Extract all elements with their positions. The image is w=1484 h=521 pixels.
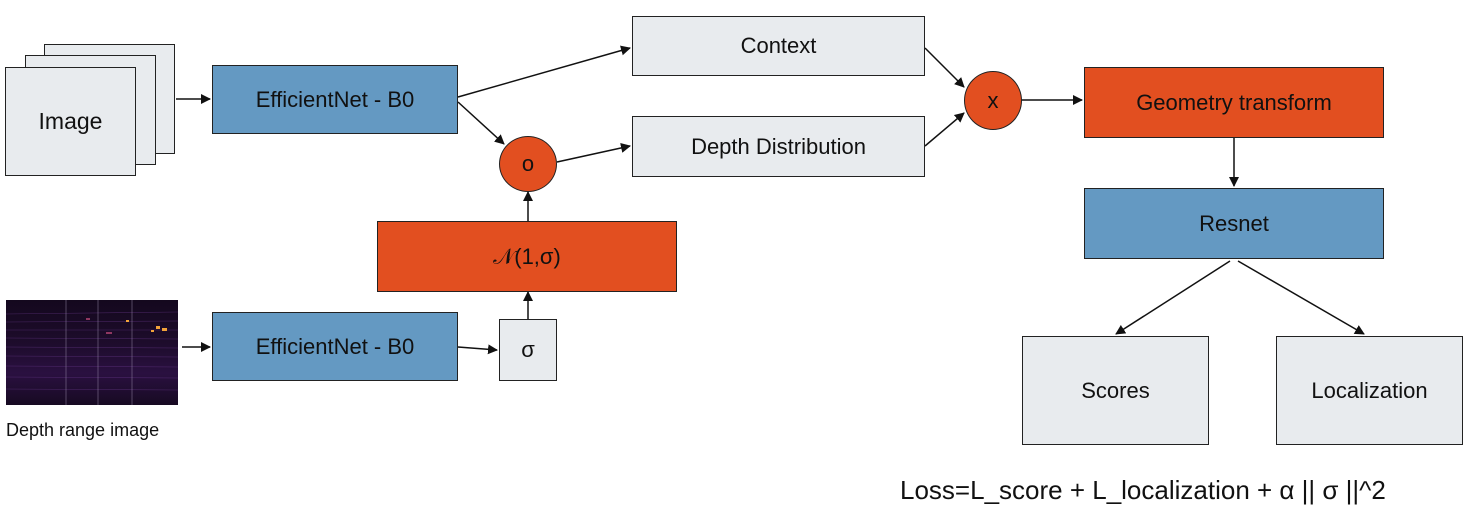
arrow-depth-to-x — [924, 112, 965, 147]
localization-box: Localization — [1276, 336, 1463, 445]
depth-range-image-texture — [5, 300, 179, 405]
depth-range-image-caption: Depth range image — [6, 420, 160, 440]
sigma-box: σ — [499, 319, 557, 381]
context-box: Context — [632, 16, 925, 76]
geometry-transform-box: Geometry transform — [1084, 67, 1384, 138]
scores-box: Scores — [1022, 336, 1209, 445]
efficientnet-top-box: EfficientNet - B0 — [212, 65, 458, 134]
arrow-resnet-to-scores — [1115, 260, 1231, 335]
depth-distribution-box: Depth Distribution — [632, 116, 925, 177]
combine-o-node: o — [499, 136, 557, 192]
resnet-box: Resnet — [1084, 188, 1384, 259]
arrow-efficientnet-to-sigma — [457, 344, 498, 355]
depth-range-image — [5, 300, 179, 405]
multiply-x-node: x — [964, 71, 1022, 130]
arrow-context-to-x — [924, 47, 965, 88]
arrow-o-to-depth — [556, 143, 631, 163]
efficientnet-bottom-box: EfficientNet - B0 — [212, 312, 458, 381]
arrow-resnet-to-localization — [1237, 260, 1365, 335]
loss-formula: Loss=L_score + L_localization + α || σ |… — [900, 475, 1386, 505]
arrow-efficientnet-to-context — [457, 45, 631, 98]
image-box: Image — [5, 67, 136, 176]
normal-distribution-box: 𝒩(1,σ) — [377, 221, 677, 292]
arrow-efficientnet-to-o — [457, 101, 505, 145]
